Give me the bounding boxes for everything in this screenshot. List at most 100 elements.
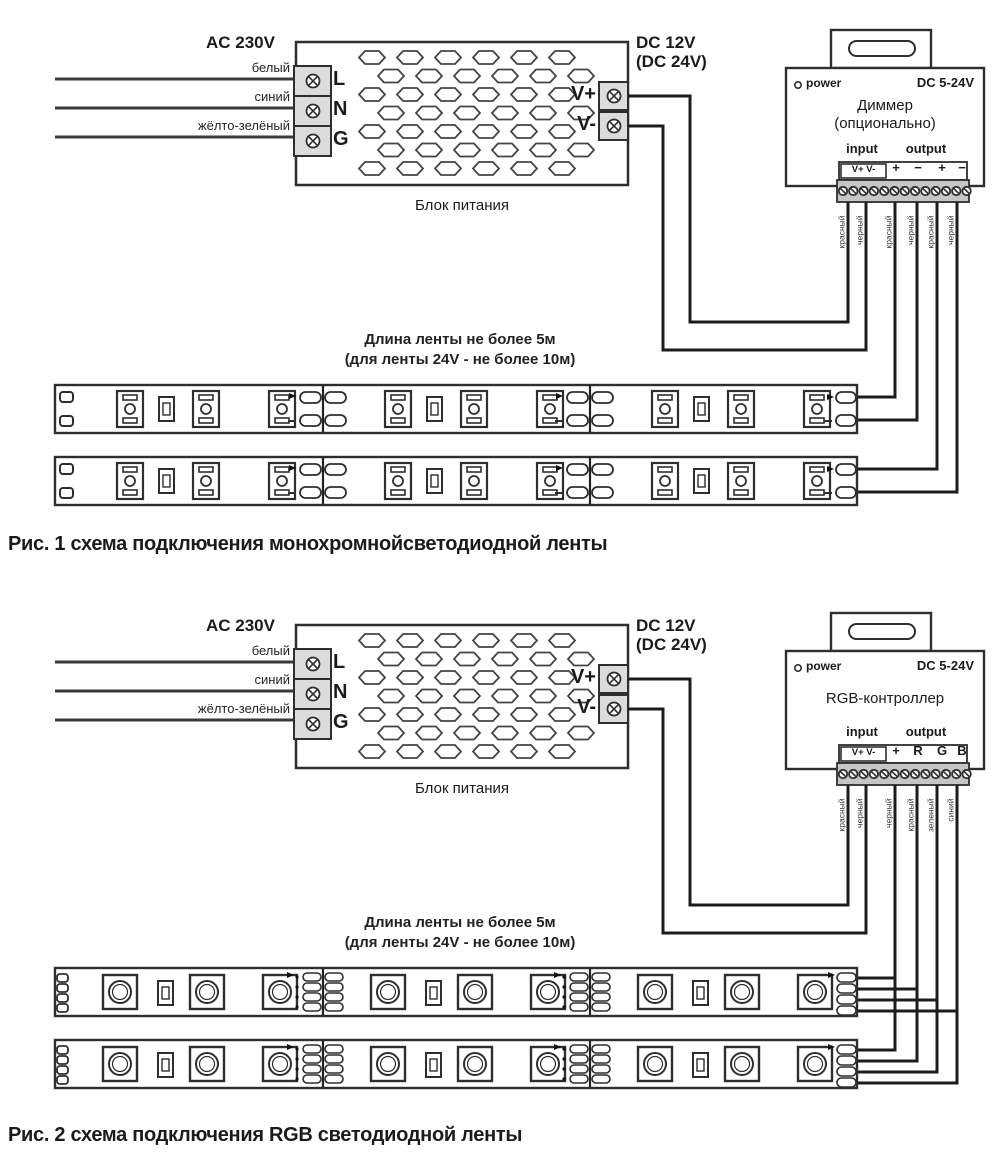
rgb-led-module (723, 1045, 761, 1083)
rgb-controller (784, 611, 986, 786)
solder-dot (295, 1067, 299, 1071)
vent-hole (357, 633, 387, 648)
wire-color-label: красный (836, 215, 847, 249)
controller-title: Диммер (857, 97, 913, 114)
wire-output (857, 785, 959, 1085)
connection-wires (628, 677, 959, 1085)
led-module (650, 389, 680, 429)
solder-dot (562, 1005, 566, 1009)
vent-hole (509, 87, 539, 102)
solder-dot (562, 975, 566, 979)
vent-hole (414, 68, 444, 84)
dc-voltage-label-alt: (DC 24V) (636, 52, 707, 71)
polarity-plus-mark (828, 972, 835, 978)
vent-hole (471, 707, 501, 722)
polarity-plus-mark (556, 465, 563, 471)
vent-hole (528, 688, 558, 704)
solder-pad (56, 1075, 69, 1085)
wire-output (857, 202, 939, 471)
vent-hole (490, 688, 520, 704)
vent-hole (528, 725, 558, 741)
connection-wires (628, 94, 959, 494)
vent-hole (509, 50, 539, 65)
mount-slot (848, 40, 916, 57)
power-supply-unit (293, 623, 630, 770)
vent-hole (566, 68, 596, 84)
solder-pad (56, 1055, 69, 1065)
solder-pad (324, 1074, 344, 1084)
vent-hole (547, 633, 577, 648)
dimmer (784, 28, 986, 203)
rgb-led-module (261, 973, 299, 1011)
psu-terminal-vminus: V- (577, 696, 596, 718)
resistor (158, 468, 175, 494)
wire-color-label: красный (883, 215, 894, 249)
wire-color-label: черный (883, 798, 894, 828)
wire-color-label: красный (925, 215, 936, 249)
wire-output (857, 202, 919, 422)
wire-output (857, 785, 897, 1052)
solder-pad (569, 972, 589, 982)
solder-pad (59, 415, 74, 427)
resistor (692, 1052, 709, 1078)
solder-pad (302, 1054, 322, 1064)
vent-hole (376, 688, 406, 704)
solder-pad (836, 983, 857, 994)
output-terminal-symbol: + (938, 160, 946, 175)
vent-hole (509, 161, 539, 176)
wire-color-label: синий (945, 798, 956, 822)
solder-pad (836, 1077, 857, 1088)
vent-hole (414, 688, 444, 704)
wire-color-label: черный (905, 215, 916, 245)
rgb-led-module (456, 1045, 494, 1083)
solder-pad (302, 972, 322, 982)
solder-pad (836, 1005, 857, 1016)
rgb-led-module (369, 973, 407, 1011)
rgb-led-module (188, 973, 226, 1011)
vent-hole (414, 105, 444, 121)
wire-output (857, 785, 939, 1074)
solder-dot (562, 985, 566, 989)
polarity-plus-mark (289, 465, 296, 471)
dc-voltage-label-alt: (DC 24V) (636, 635, 707, 654)
rgb-led-module (636, 973, 674, 1011)
wire-output (857, 202, 959, 494)
vent-hole (433, 707, 463, 722)
vent-hole (395, 50, 425, 65)
vent-hole (566, 688, 596, 704)
vent-hole (395, 744, 425, 759)
controller-output-label: output (905, 724, 947, 739)
output-terminal-symbol: G (936, 743, 948, 758)
figure-caption: Рис. 1 схема подключения монохромнойсвет… (8, 533, 608, 555)
vent-hole (395, 124, 425, 139)
polarity-plus-mark (554, 972, 561, 978)
resistor (157, 1052, 174, 1078)
solder-pad (324, 463, 347, 476)
vent-hole (376, 725, 406, 741)
vent-hole (528, 105, 558, 121)
vent-hole (395, 670, 425, 685)
vent-hole (433, 633, 463, 648)
resistor (693, 396, 710, 422)
vent-hole (547, 707, 577, 722)
resistor (692, 980, 709, 1006)
strip-length-note: Длина ленты не более 5м (364, 331, 556, 348)
vent-hole (357, 124, 387, 139)
solder-pad (302, 1044, 322, 1054)
solder-dot (295, 975, 299, 979)
solder-pad (324, 1044, 344, 1054)
wire-color-label: зеленый (925, 798, 936, 833)
solder-pad (836, 994, 857, 1005)
solder-pad (836, 1044, 857, 1055)
led-strip-1 (53, 383, 859, 435)
vent-hole (452, 725, 482, 741)
mains-wire-label-yellow-green: жёлто-зелёный (197, 118, 290, 133)
mains-wires (55, 77, 298, 139)
solder-dot (562, 1067, 566, 1071)
vent-hole (490, 725, 520, 741)
resistor (157, 980, 174, 1006)
solder-pad (569, 1074, 589, 1084)
vent-hole (395, 707, 425, 722)
vent-hole (509, 633, 539, 648)
solder-pad (56, 983, 69, 993)
